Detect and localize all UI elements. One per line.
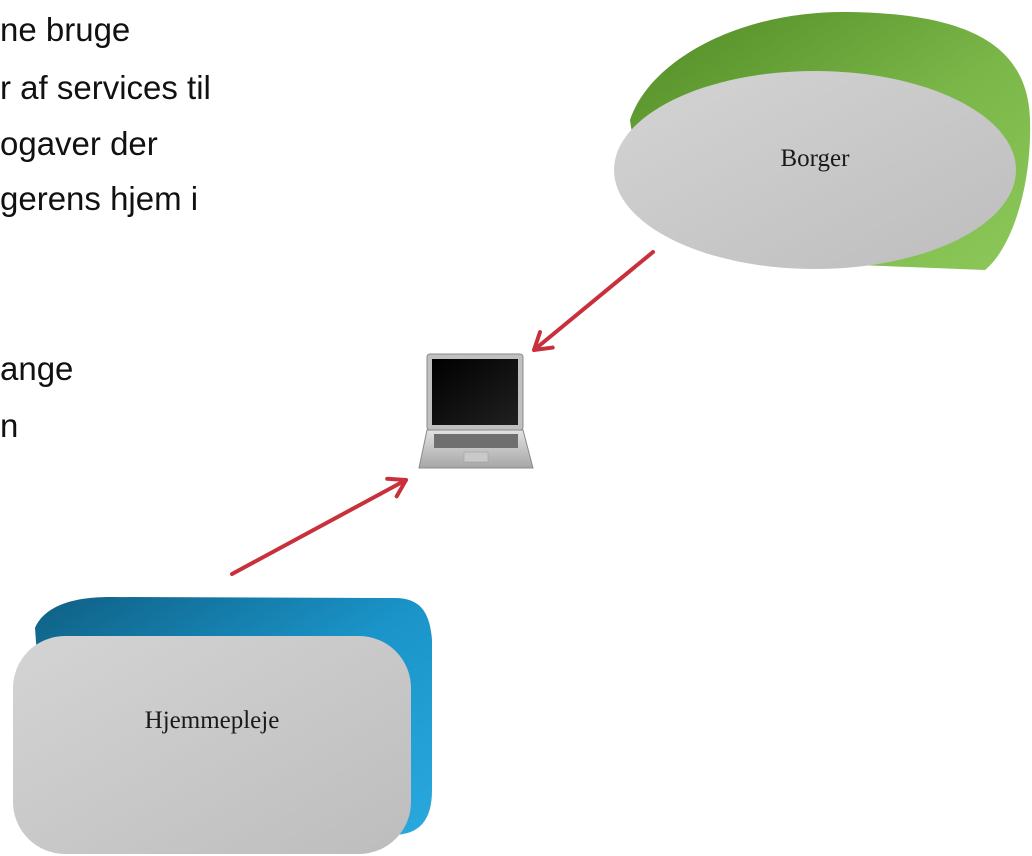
borger-label: Borger: [781, 145, 851, 172]
text-line-3: ogaver der: [0, 125, 158, 162]
text-line-2: r af services til: [0, 69, 211, 106]
borger-node: Borger: [614, 11, 1031, 270]
laptop-icon: [418, 353, 534, 469]
text-line-4: gerens hjem i: [0, 180, 199, 217]
hjemmepleje-label: Hjemmepleje: [145, 707, 280, 734]
arrow-hjemmepleje-to-laptop: [230, 476, 408, 576]
laptop-touchpad: [463, 451, 489, 463]
text-line-6: n: [0, 407, 19, 444]
text-line-1: ne bruge: [0, 11, 131, 48]
text-line-5: ange: [0, 350, 74, 387]
hjemmepleje-node: Hjemmepleje: [13, 597, 432, 854]
arrow-borger-to-laptop: [532, 250, 655, 352]
laptop-screen: [432, 359, 518, 425]
borger-node-face: [614, 71, 1016, 269]
laptop-keyboard: [434, 434, 518, 448]
hjemmepleje-node-face: [13, 636, 411, 854]
